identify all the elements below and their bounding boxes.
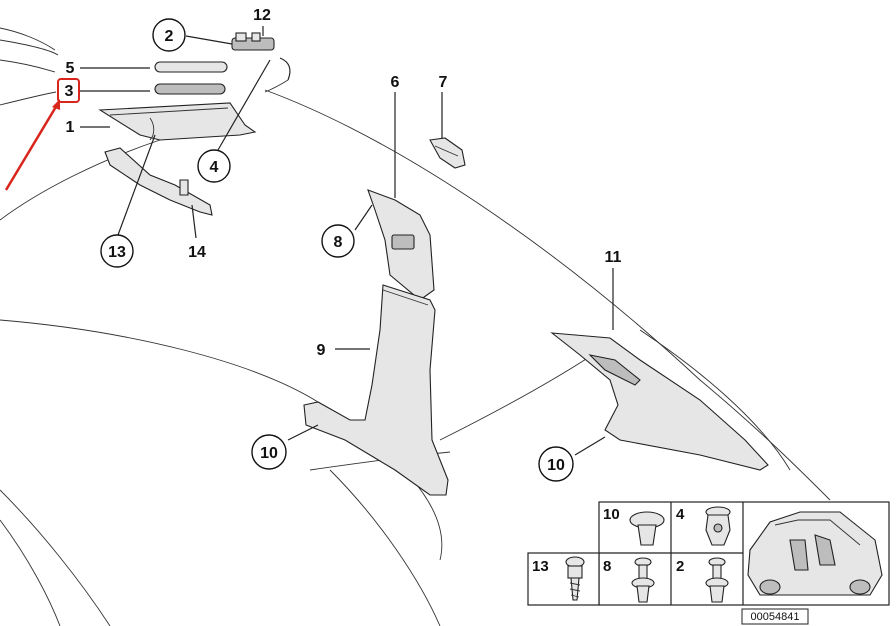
part-9-pillar-lower	[303, 284, 449, 496]
callout-11: 11	[605, 249, 622, 266]
inset-cell-2: 2	[676, 558, 684, 575]
callout-5: 5	[66, 60, 75, 77]
callout-10-left: 10	[260, 445, 278, 462]
callout-9: 9	[317, 342, 326, 359]
inset-cell-4: 4	[676, 506, 685, 523]
inset-cell-8: 8	[603, 558, 611, 575]
part-5-strip	[154, 61, 228, 73]
callout-3: 3	[65, 83, 74, 100]
callout-14: 14	[188, 244, 206, 261]
reference-box: 00054841	[741, 608, 809, 625]
car-thumbnail	[747, 511, 883, 596]
clip-10-icon	[629, 511, 665, 546]
callout-13: 13	[108, 244, 126, 261]
part-8-pillar-upper	[367, 189, 435, 301]
inset-cell-10: 10	[603, 506, 620, 523]
highlight-arrow	[4, 99, 60, 191]
callout-4: 4	[210, 159, 219, 176]
callout-3-highlight	[57, 78, 80, 103]
leader-lines	[80, 26, 614, 456]
callout-8: 8	[334, 234, 343, 251]
callout-7: 7	[439, 74, 448, 91]
screw-13-icon	[565, 556, 585, 601]
inset-parts-table: 10 4 13 8 2	[527, 501, 890, 606]
part-1-cover	[98, 102, 257, 141]
clip-4-icon	[705, 506, 731, 546]
callout-1: 1	[66, 119, 75, 136]
reference-number: 00054841	[751, 611, 800, 623]
callout-12: 12	[253, 7, 271, 24]
inset-cell-13: 13	[532, 558, 549, 575]
part-3-strip	[154, 83, 226, 95]
part-7-clip	[429, 137, 466, 169]
callouts: 2 12 5 3 1 4 13 14 6 7 8 9 10 11 10	[57, 7, 622, 482]
clip-2-icon	[705, 557, 729, 603]
part-11-pillar-rear	[550, 332, 769, 471]
part-14-bracket	[104, 147, 213, 216]
callout-6: 6	[391, 74, 400, 91]
part-12-clip	[231, 32, 291, 81]
callout-10-right: 10	[547, 457, 565, 474]
clip-8-icon	[631, 557, 655, 603]
callout-2: 2	[165, 28, 174, 45]
